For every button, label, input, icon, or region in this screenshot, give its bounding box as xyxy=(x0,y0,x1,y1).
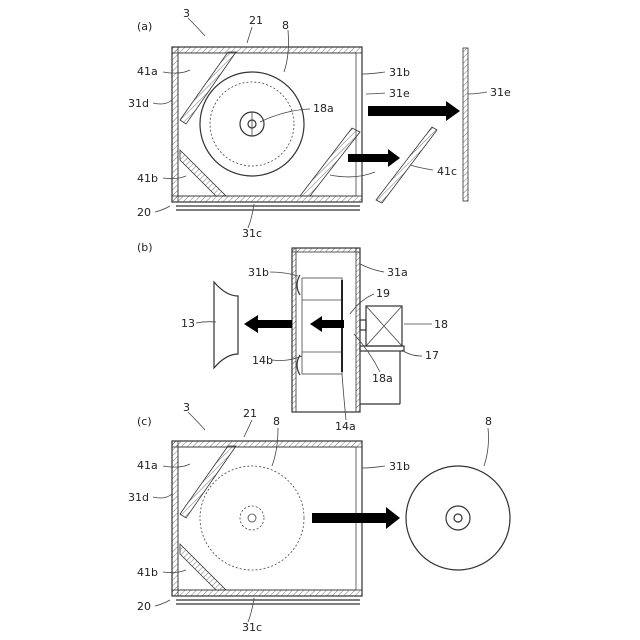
leader-14a-b xyxy=(342,374,346,420)
left-wall-b xyxy=(292,248,296,412)
leader-21-a xyxy=(247,27,252,43)
ref-17-b: 17 xyxy=(425,349,439,362)
top-wall-b xyxy=(292,248,360,252)
arrow-out-b xyxy=(244,315,292,333)
leader-31c-a xyxy=(248,204,254,228)
ref-31d-c: 31d xyxy=(128,491,149,504)
leader-3-a xyxy=(188,18,205,36)
leader-8-removed xyxy=(484,428,489,466)
ref-8-c: 8 xyxy=(273,415,280,428)
ref-31e-inner-a: 31e xyxy=(389,87,410,100)
hub-removed-center xyxy=(454,514,462,522)
top-wall-a xyxy=(172,47,362,53)
ref-31a-b: 31a xyxy=(387,266,408,279)
leader-31e-inner-a xyxy=(366,93,385,94)
hub-center-c xyxy=(248,514,256,522)
ref-14a-b: 14a xyxy=(335,420,356,433)
arrow-remove-31e xyxy=(368,101,460,121)
ref-41c-a: 41c xyxy=(437,165,457,178)
ref-31b-b: 31b xyxy=(248,266,269,279)
ref-3-a: 3 xyxy=(183,7,190,20)
leader-17-b xyxy=(402,350,422,356)
bottom-wall-a xyxy=(172,196,362,202)
leader-31b-a xyxy=(362,72,385,74)
ref-31e-a: 31e xyxy=(490,86,511,99)
bottom-wall-c xyxy=(172,590,362,596)
ref-18-b: 18 xyxy=(434,318,448,331)
ref-41a-c: 41a xyxy=(137,459,158,472)
ref-21-a: 21 xyxy=(249,14,263,27)
top-wall-c xyxy=(172,441,362,447)
leader-31d-a xyxy=(153,100,172,104)
panel-31e-a xyxy=(463,48,468,201)
leader-21-c xyxy=(244,420,252,437)
ref-8-a: 8 xyxy=(282,19,289,32)
brace-41a-c xyxy=(180,446,236,518)
inlet-13 xyxy=(214,282,238,368)
ref-18a-b: 18a xyxy=(372,372,393,385)
ref-31b-c: 31b xyxy=(389,460,410,473)
leader-13-b xyxy=(196,322,216,323)
leader-31e-a xyxy=(468,92,487,94)
panel-b-label: (b) xyxy=(137,241,153,254)
panel-c: (c) 3 21 8 8 41a 31d xyxy=(128,401,510,634)
leader-31d-c xyxy=(153,494,172,498)
ref-3-c: 3 xyxy=(183,401,190,414)
bell-top-b xyxy=(297,275,300,295)
right-wall-b xyxy=(356,248,360,412)
ref-19-b: 19 xyxy=(376,287,390,300)
leader-20-a xyxy=(155,206,170,212)
ref-20-a: 20 xyxy=(137,206,151,219)
panel-a: (a) xyxy=(128,7,511,240)
leader-31c-c xyxy=(248,598,254,622)
panel-a-label: (a) xyxy=(137,20,152,33)
ref-20-c: 20 xyxy=(137,600,151,613)
ref-31c-c: 31c xyxy=(242,621,262,634)
ref-14b-b: 14b xyxy=(252,354,273,367)
panel-c-label: (c) xyxy=(137,415,152,428)
leader-31a-b xyxy=(360,264,384,272)
ref-18a-a: 18a xyxy=(313,102,334,115)
fan-outline-c xyxy=(200,466,304,570)
brace-41a-a xyxy=(180,52,236,124)
ref-31d-a: 31d xyxy=(128,97,149,110)
leader-31b-c xyxy=(362,466,385,468)
brace-41b-a xyxy=(180,150,226,196)
ref-31b-a: 31b xyxy=(389,66,410,79)
ref-41b-c: 41b xyxy=(137,566,158,579)
coupling-b xyxy=(360,320,366,330)
brace-41b-c xyxy=(180,544,226,590)
panel-41c-a xyxy=(376,127,437,203)
leader-20-c xyxy=(155,600,170,606)
ref-31c-a: 31c xyxy=(242,227,262,240)
ref-21-c: 21 xyxy=(243,407,257,420)
hub-outline-c xyxy=(240,506,264,530)
leader-3-c xyxy=(188,412,205,430)
ref-8-removed: 8 xyxy=(485,415,492,428)
hub-removed xyxy=(446,506,470,530)
swing-arc-a xyxy=(330,172,375,177)
fan-8-removed xyxy=(406,466,510,570)
arrow-in-b xyxy=(310,316,344,332)
ref-41b-a: 41b xyxy=(137,172,158,185)
ref-41a-a: 41a xyxy=(137,65,158,78)
leader-41c-a xyxy=(410,165,433,170)
ref-13-b: 13 xyxy=(181,317,195,330)
